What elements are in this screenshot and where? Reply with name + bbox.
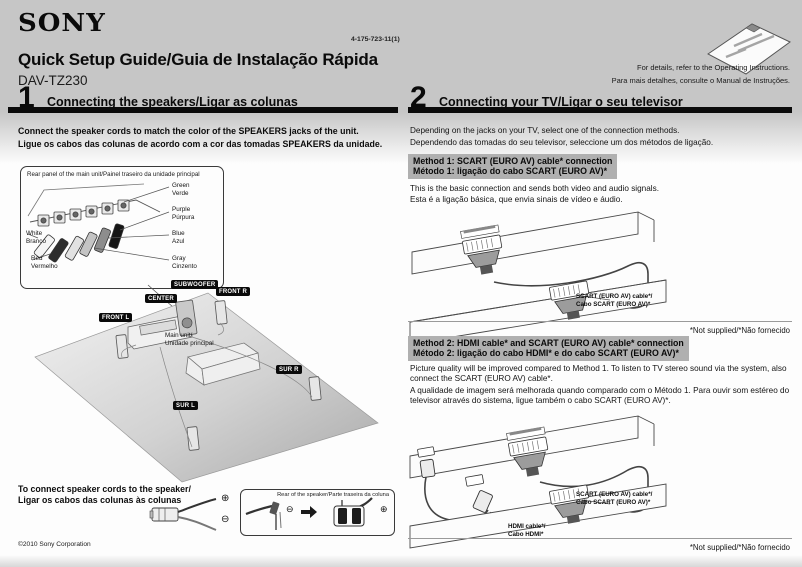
- method2-connection-drawing: [409, 415, 667, 549]
- jack-red-pt: Vermelho: [31, 263, 58, 271]
- jack-label-gray: Gray Cinzento: [172, 255, 197, 272]
- method1-footnote: *Not supplied/*Não fornecido: [689, 326, 790, 335]
- badge-center: CENTER: [145, 294, 177, 303]
- method1-scart-label-pt: Cabo SCART (EURO AV)*: [576, 301, 651, 309]
- method2-hdmi-label-en: HDMI cable*/: [508, 523, 546, 530]
- jack-label-red: Red Vermelho: [31, 255, 58, 272]
- method1-scart-label-en: SCART (EURO AV) cable*/: [576, 293, 653, 300]
- rear-panel-connectors-drawing: [27, 183, 170, 263]
- main-unit-label: Main unit/ Unidade principal: [165, 332, 214, 349]
- jack-green-pt: Verde: [172, 190, 189, 198]
- tv-intro-pt: Dependendo das tomadas do seu televisor,…: [410, 138, 714, 147]
- header-band: [0, 0, 802, 112]
- section2-title: Connecting your TV/Ligar o seu televisor: [439, 95, 683, 109]
- connect-cords-title-pt: Ligar os cabos das colunas às colunas: [18, 495, 182, 505]
- operating-instructions-booklet-icon: [707, 23, 791, 75]
- speaker-cord-drawing: [149, 498, 217, 531]
- method2-desc-pt: A qualidade de imagem será melhorada qua…: [410, 386, 790, 405]
- speaker-intro-en: Connect the speaker cords to match the c…: [18, 126, 359, 136]
- tv-intro-en: Depending on the jacks on your TV, selec…: [410, 126, 680, 135]
- minus-symbol: ⊖: [221, 514, 230, 525]
- minus-symbol-box: ⊖: [286, 504, 294, 514]
- jack-label-purple: Purple Púrpura: [172, 206, 194, 223]
- method2-scart-label-pt: Cabo SCART (EURO AV)*: [576, 499, 651, 507]
- method1-connection-drawing: [409, 211, 667, 345]
- method1-desc-pt: Esta é a ligação básica, que envia sinai…: [410, 195, 623, 204]
- model-name: DAV-TZ230: [18, 73, 88, 88]
- speaker-layout-drawing: [34, 284, 379, 483]
- rear-panel-caption: Rear panel of the main unit/Painel trase…: [27, 171, 200, 178]
- method1-scart-cable-label: SCART (EURO AV) cable*/ Cabo SCART (EURO…: [576, 293, 652, 309]
- method1-header-en: Method 1: SCART (EURO AV) cable* connect…: [413, 156, 613, 166]
- jack-blue-pt: Azul: [172, 238, 185, 246]
- method2-header-en: Method 2: HDMI cable* and SCART (EURO AV…: [413, 338, 684, 348]
- method2-header-pt: Método 2: ligação do cabo HDMI* e do cab…: [413, 348, 679, 359]
- badge-front-r: FRONT R: [216, 287, 251, 296]
- method2-hdmi-label-pt: Cabo HDMI*: [508, 531, 544, 539]
- method2-scart-cable-label: SCART (EURO AV) cable*/ Cabo SCART (EURO…: [576, 491, 652, 507]
- note-operating-instructions-pt: Para mais detalhes, consulte o Manual de…: [611, 76, 790, 85]
- arrow-icon: [301, 506, 317, 518]
- badge-sur-r: SUR R: [276, 365, 302, 374]
- main-unit-label-en: Main unit/: [165, 332, 193, 339]
- bottom-fade: [0, 555, 802, 567]
- rear-speaker-caption: Rear of the speaker/Parte traseira da co…: [277, 492, 389, 498]
- plus-symbol: ⊕: [221, 493, 230, 504]
- section2-bar: [408, 107, 792, 113]
- method1-header: Method 1: SCART (EURO AV) cable* connect…: [408, 154, 618, 179]
- jack-red-en: Red: [31, 255, 43, 262]
- method2-scart-label-en: SCART (EURO AV) cable*/: [576, 491, 653, 498]
- badge-sur-l: SUR L: [173, 401, 198, 410]
- section1-title: Connecting the speakers/Ligar as colunas: [47, 95, 298, 109]
- method2-desc-en: Picture quality will be improved compare…: [410, 364, 787, 383]
- jack-white-en: White: [26, 230, 43, 237]
- page-title: Quick Setup Guide/Guia de Instalação Ráp…: [18, 50, 378, 69]
- rear-speaker-box: [240, 489, 395, 536]
- part-number: 4-175-723-11(1): [351, 36, 400, 43]
- jack-label-blue: Blue Azul: [172, 230, 185, 247]
- badge-front-l: FRONT L: [99, 313, 133, 322]
- method1-header-pt: Método 1: ligação do cabo SCART (EURO AV…: [413, 166, 608, 177]
- section1-bar: [8, 107, 398, 113]
- method2-hdmi-cable-label: HDMI cable*/ Cabo HDMI*: [508, 523, 545, 539]
- jack-gray-pt: Cinzento: [172, 263, 197, 271]
- connect-cords-title-en: To connect speaker cords to the speaker/: [18, 484, 191, 494]
- badge-subwoofer: SUBWOOFER: [171, 280, 219, 289]
- sony-logo: SONY: [18, 10, 106, 38]
- jack-label-white: White Branco: [26, 230, 46, 247]
- jack-blue-en: Blue: [172, 230, 185, 237]
- section1-number: 1: [18, 81, 35, 114]
- jack-purple-en: Purple: [172, 206, 191, 213]
- method1-desc-en: This is the basic connection and sends b…: [410, 184, 659, 193]
- plus-symbol-box: ⊕: [380, 504, 388, 514]
- jack-gray-en: Gray: [172, 255, 186, 262]
- terminal-connected-drawing: [333, 497, 373, 527]
- rear-panel-box: [20, 166, 224, 289]
- method1-divider: [408, 321, 792, 322]
- content-fade: [0, 112, 802, 164]
- speaker-intro-pt: Ligue os cabos das colunas de acordo com…: [18, 139, 383, 149]
- note-operating-instructions-en: For details, refer to the Operating Inst…: [637, 63, 790, 72]
- jack-label-green: Green Verde: [172, 182, 190, 199]
- method2-divider: [408, 538, 792, 539]
- jack-green-en: Green: [172, 182, 190, 189]
- copyright: ©2010 Sony Corporation: [18, 541, 91, 548]
- cord-into-terminal-drawing: [245, 501, 282, 530]
- main-unit-label-pt: Unidade principal: [165, 340, 214, 348]
- method2-header: Method 2: HDMI cable* and SCART (EURO AV…: [408, 336, 689, 361]
- jack-white-pt: Branco: [26, 238, 46, 246]
- method2-footnote: *Not supplied/*Não fornecido: [689, 543, 790, 552]
- section2-number: 2: [410, 81, 427, 114]
- jack-purple-pt: Púrpura: [172, 214, 195, 222]
